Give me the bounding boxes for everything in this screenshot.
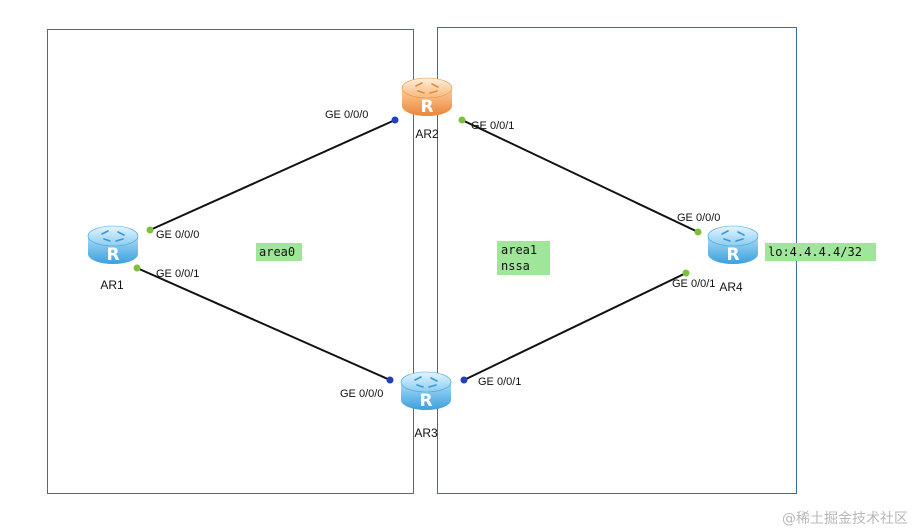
port-dot-ar1-ge000 <box>146 226 154 234</box>
area0-label: area0 <box>256 243 302 261</box>
router-top-surface <box>400 371 452 393</box>
port-dot-ar2-ge001 <box>458 116 466 124</box>
port-label-ar4-ge001: GE 0/0/1 <box>672 278 715 290</box>
loopback-label-text: lo:4.4.4.4/32 <box>768 245 862 259</box>
router-ar2[interactable]: R AR2 <box>401 77 453 141</box>
area0-label-background <box>256 243 302 261</box>
router-ar4[interactable]: R AR4 <box>707 225 759 294</box>
router-name-label: AR4 <box>719 280 743 294</box>
port-dots <box>133 116 702 384</box>
port-dot-ar1-ge001 <box>133 264 141 272</box>
port-dot-ar2-ge000 <box>391 116 399 124</box>
area1-label-line1: area1 <box>501 243 537 257</box>
port-label-ar3-ge001: GE 0/0/1 <box>478 376 521 388</box>
port-label-ar1-ge001: GE 0/0/1 <box>156 268 199 280</box>
router-ar1[interactable]: R AR1 <box>87 225 139 292</box>
port-label-ar2-ge001: GE 0/0/1 <box>471 120 514 132</box>
port-labels: GE 0/0/0 GE 0/0/1 GE 0/0/0 GE 0/0/1 GE 0… <box>156 109 720 400</box>
links-layer <box>136 119 699 381</box>
router-letter: R <box>420 97 433 117</box>
router-top-surface <box>707 225 759 247</box>
loopback-label: lo:4.4.4.4/32 <box>765 243 876 261</box>
area1-label: area1 nssa <box>497 241 550 275</box>
area1-label-line2: nssa <box>501 259 530 273</box>
port-label-ar3-ge000: GE 0/0/0 <box>340 388 383 400</box>
router-letter: R <box>419 391 432 411</box>
router-name-label: AR3 <box>414 426 438 440</box>
watermark: @稀土掘金技术社区 <box>782 511 908 527</box>
link-ar1-ar3[interactable] <box>136 267 391 381</box>
port-dot-ar3-ge001 <box>460 376 468 384</box>
router-name-label: AR1 <box>100 278 124 292</box>
link-ar3-ar4[interactable] <box>463 272 687 381</box>
router-name-label: AR2 <box>415 127 439 141</box>
port-dot-ar4-ge001 <box>682 269 690 277</box>
router-top-surface <box>401 77 453 99</box>
link-ar1-ar2[interactable] <box>149 119 396 231</box>
router-ar3[interactable]: R AR3 <box>400 371 452 440</box>
router-top-surface <box>87 225 139 247</box>
loopback-label-background <box>765 243 876 261</box>
port-label-ar2-ge000: GE 0/0/0 <box>325 109 368 121</box>
area0-label-text: area0 <box>259 245 295 259</box>
router-letter: R <box>106 245 119 265</box>
port-label-ar4-ge000: GE 0/0/0 <box>677 212 720 224</box>
area1-label-background <box>497 241 550 275</box>
link-ar2-ar4[interactable] <box>461 119 699 233</box>
area0-boundary <box>47 29 414 494</box>
router-letter: R <box>726 245 739 265</box>
port-dot-ar3-ge000 <box>386 376 394 384</box>
port-dot-ar4-ge000 <box>694 228 702 236</box>
port-label-ar1-ge000: GE 0/0/0 <box>156 229 199 241</box>
